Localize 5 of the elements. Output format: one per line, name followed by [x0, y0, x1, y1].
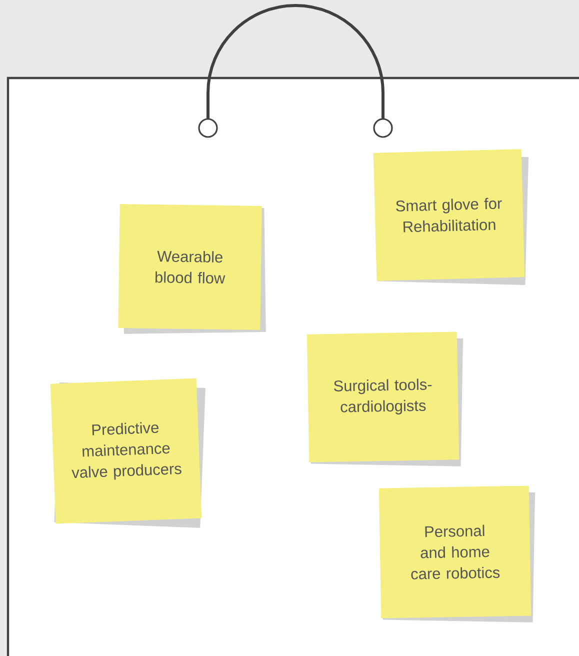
- sticky-note: Predictive maintenance valve producers: [50, 378, 206, 528]
- sticky-note: Personal and home care robotics: [378, 486, 536, 622]
- sticky-note: Wearable blood flow: [118, 204, 266, 334]
- sticky-note: Smart glove for Rehabilitation: [373, 149, 529, 286]
- sticky-note: Surgical tools-cardiologists: [306, 332, 464, 466]
